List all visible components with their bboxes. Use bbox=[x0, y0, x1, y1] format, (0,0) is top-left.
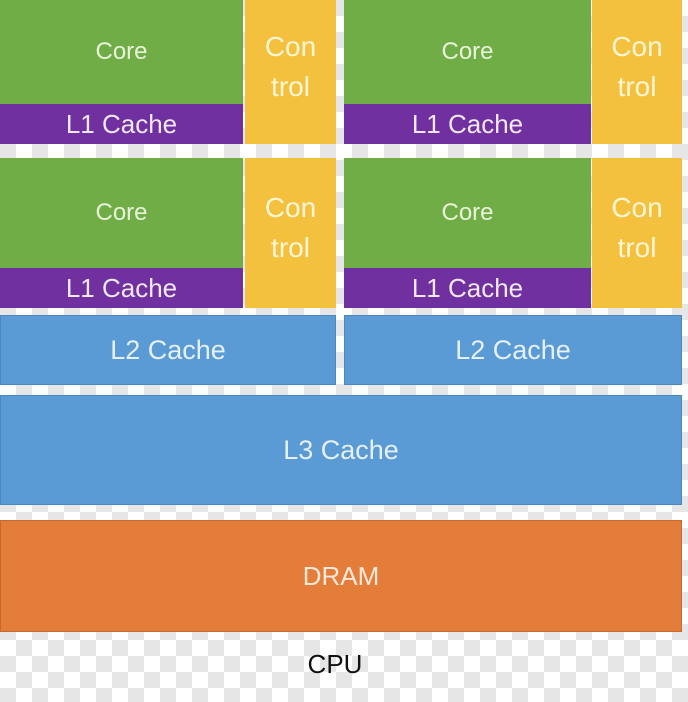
l2-cache-block: L2 Cache bbox=[344, 315, 682, 385]
control-block: Con trol bbox=[592, 158, 682, 308]
control-block: Con trol bbox=[592, 0, 682, 144]
l1-cache-block: L1 Cache bbox=[0, 104, 243, 144]
control-block: Con trol bbox=[245, 158, 336, 308]
l1-cache-block: L1 Cache bbox=[344, 268, 591, 308]
core-block: Core bbox=[344, 158, 591, 268]
l3-cache-block: L3 Cache bbox=[0, 395, 682, 505]
core-block: Core bbox=[0, 0, 243, 104]
core-block: Core bbox=[0, 158, 243, 268]
l1-cache-block: L1 Cache bbox=[344, 104, 591, 144]
dram-block: DRAM bbox=[0, 520, 682, 632]
core-block: Core bbox=[344, 0, 591, 104]
l1-cache-block: L1 Cache bbox=[0, 268, 243, 308]
cpu-caption: CPU bbox=[307, 648, 363, 679]
control-block: Con trol bbox=[245, 0, 336, 144]
l2-cache-block: L2 Cache bbox=[0, 315, 336, 385]
